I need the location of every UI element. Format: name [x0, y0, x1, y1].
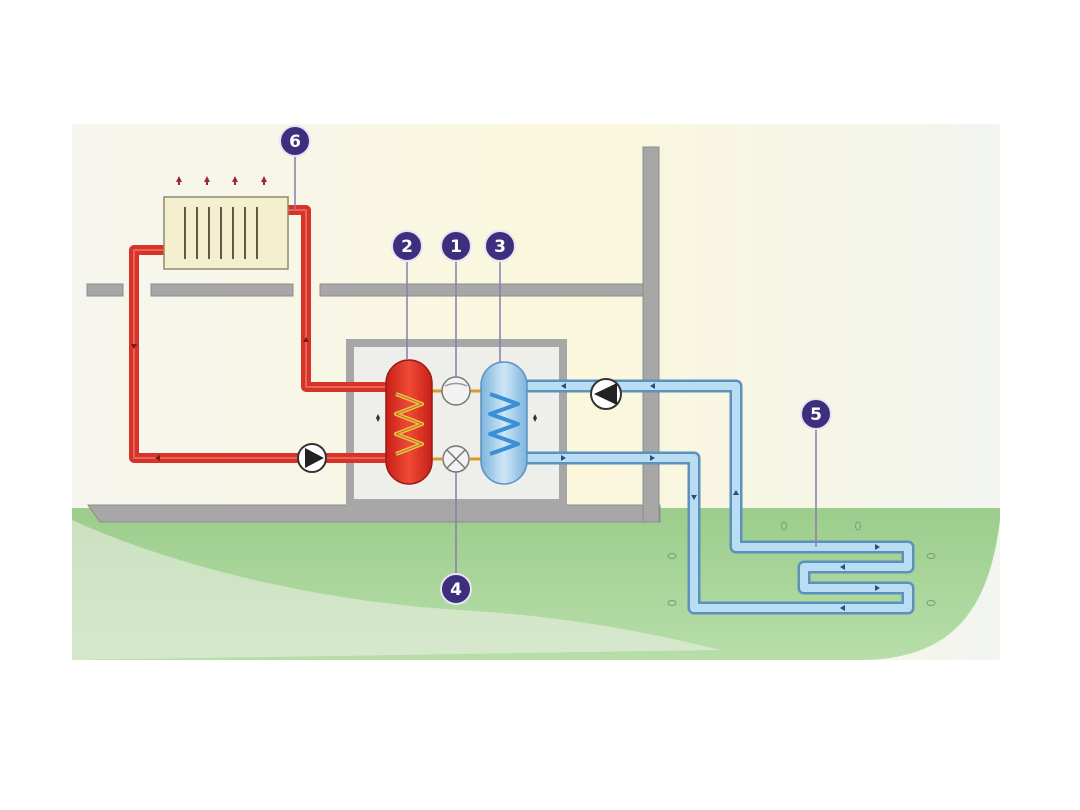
- callout-1: 1: [440, 230, 472, 262]
- svg-text:3: 3: [494, 237, 506, 257]
- ceiling-slab-right: [319, 283, 644, 297]
- svg-text:2: 2: [401, 237, 413, 257]
- compressor-icon: [441, 376, 471, 406]
- ground-source-circuit: [520, 379, 915, 615]
- svg-text:1: 1: [450, 237, 462, 257]
- ground-loop-icon: [667, 521, 936, 606]
- callout-6: 6: [279, 125, 311, 157]
- evaporator-tank-icon: [480, 361, 528, 485]
- pump-icon: [590, 378, 622, 410]
- ground-edge: [72, 520, 720, 660]
- svg-text:5: 5: [810, 405, 822, 425]
- condenser-tank-icon: [385, 359, 433, 485]
- ground-flow-arrows: [561, 383, 880, 611]
- exterior-wall: [642, 146, 660, 523]
- heating-circuit: [129, 205, 392, 463]
- heat-rising-arrows: [176, 176, 267, 185]
- expansion-valve-icon: [442, 445, 470, 473]
- callout-5: 5: [800, 398, 832, 430]
- floor-slab: [87, 504, 661, 523]
- pump-icon: [297, 443, 327, 473]
- callout-3: 3: [484, 230, 516, 262]
- heating-flow-arrows: [131, 337, 309, 461]
- callout-leaders: [294, 156, 817, 574]
- cabinet-markers: [376, 414, 537, 422]
- callout-4: 4: [440, 573, 472, 605]
- ceiling-slab-left: [86, 283, 124, 297]
- ceiling-slab-middle: [150, 283, 294, 297]
- radiator-icon: [163, 196, 289, 270]
- svg-text:6: 6: [289, 132, 301, 152]
- svg-text:4: 4: [450, 580, 462, 600]
- callout-2: 2: [391, 230, 423, 262]
